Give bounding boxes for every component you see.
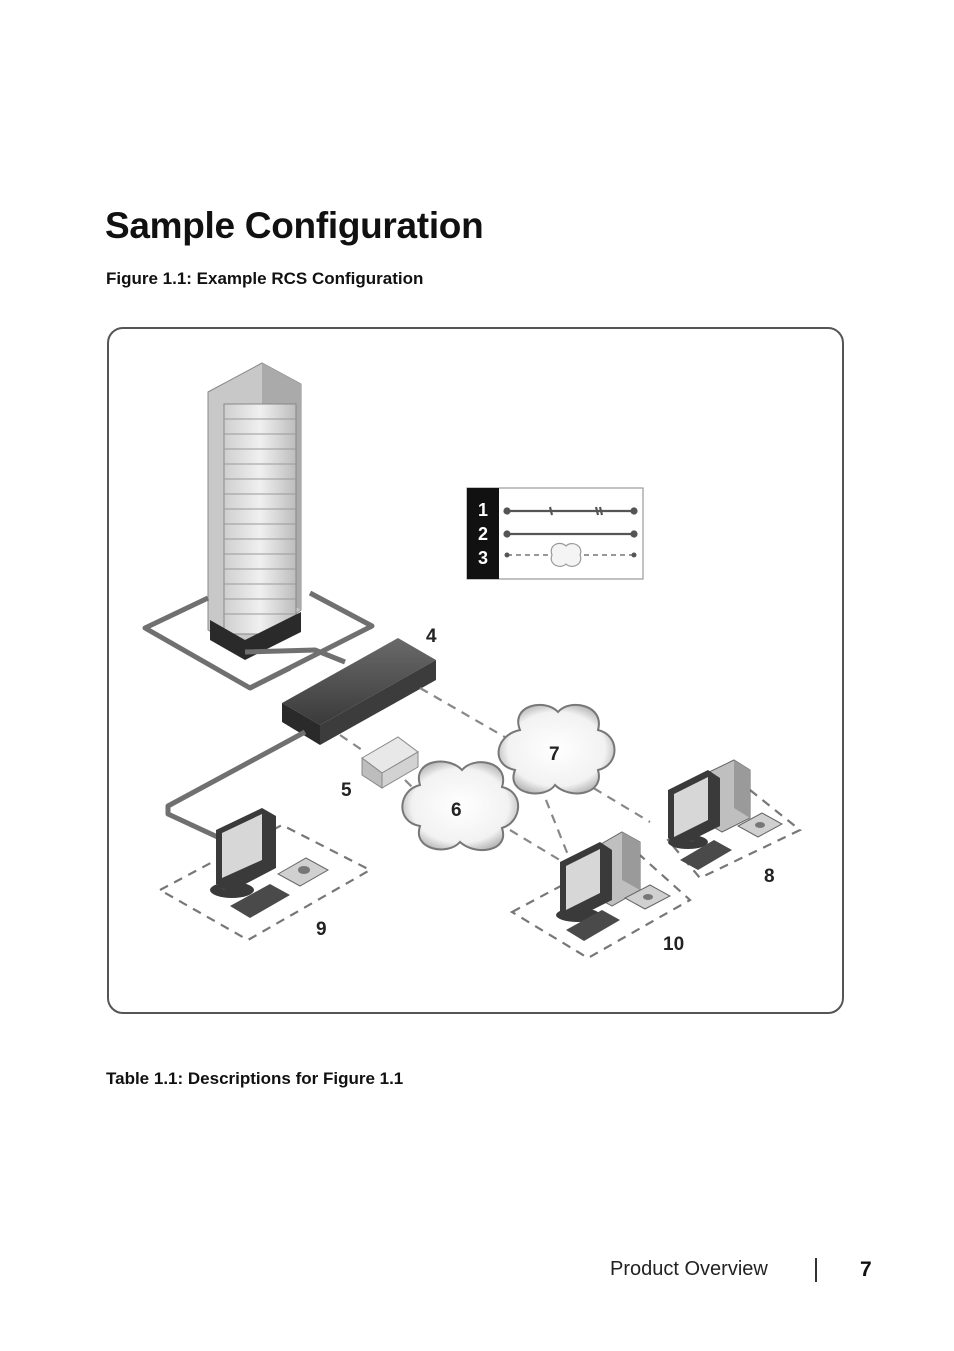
page-title: Sample Configuration bbox=[105, 205, 484, 246]
network-cloud-6 bbox=[401, 760, 520, 852]
legend-label-1: 1 bbox=[478, 500, 488, 520]
network-cloud-7 bbox=[497, 703, 616, 795]
callout-9: 9 bbox=[316, 919, 327, 940]
callout-8: 8 bbox=[764, 866, 775, 887]
callout-4: 4 bbox=[426, 626, 437, 647]
legend-label-3: 3 bbox=[478, 548, 488, 568]
footer-divider bbox=[815, 1258, 817, 1282]
callout-6: 6 bbox=[451, 800, 462, 821]
kvm-switch bbox=[282, 638, 436, 745]
rack-cabling bbox=[142, 590, 375, 691]
remote-workstation-8 bbox=[668, 759, 784, 870]
analog-cable bbox=[165, 729, 307, 843]
footer-section-title: Product Overview bbox=[610, 1258, 768, 1280]
callout-7: 7 bbox=[549, 744, 560, 765]
dashed-connections bbox=[339, 687, 651, 866]
modem bbox=[361, 736, 419, 789]
page-number: 7 bbox=[860, 1258, 872, 1281]
legend-label-2: 2 bbox=[478, 524, 488, 544]
legend: 1 2 3 bbox=[466, 487, 644, 580]
callout-10: 10 bbox=[663, 934, 684, 955]
figure-caption: Figure 1.1: Example RCS Configuration bbox=[106, 269, 424, 288]
callout-5: 5 bbox=[341, 780, 352, 801]
remote-workstation-10 bbox=[556, 831, 672, 941]
local-workstation bbox=[210, 808, 330, 918]
table-caption: Table 1.1: Descriptions for Figure 1.1 bbox=[106, 1069, 404, 1088]
figure-frame bbox=[107, 327, 844, 1014]
server-rack bbox=[207, 362, 302, 660]
